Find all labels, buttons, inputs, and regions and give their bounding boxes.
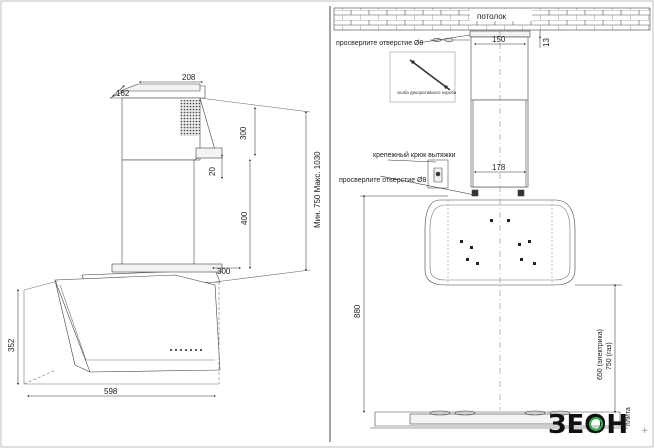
hood-hook-label: крепежный крюк вытяжки [373,151,456,159]
dim-650-electric: 650 (электрика) [597,329,604,380]
ceiling-label: потолок [477,12,507,21]
drill-hole-top-label: просверлите отверстие Ø8 [336,40,423,47]
dim-300-bracket: 300 [217,267,231,276]
left-dimension-labels: 162 208 300 20 400 300 Мин. 750 Макс. 10… [7,73,322,396]
dim-750-gas: 750 (газ) [606,342,613,370]
logo-power-icon [589,417,603,431]
brand-logo: ЗЕОН + [548,410,649,440]
right-front-view [370,30,628,429]
dim-400: 400 [240,211,249,225]
right-dimension-lines [360,30,622,414]
dim-height-range: Мин. 750 Макс. 1030 [313,151,322,228]
dim-178: 178 [492,163,506,172]
dim-162: 162 [116,89,130,98]
dim-300-top: 300 [239,126,248,140]
drill-hole-mid-label: просверлите отверстие Ø8 [339,177,426,184]
dim-208: 208 [182,73,196,82]
right-labels: просверлите отверстие Ø8 скоба декоратив… [336,35,632,426]
left-dimension-lines [16,80,308,398]
ceiling: потолок [333,7,651,31]
dim-13: 13 [542,38,551,47]
logo-text: ЗЕОН [548,410,628,440]
stove-label: плита [625,407,632,426]
dim-352: 352 [7,338,16,352]
left-perspective-view [23,83,311,385]
dim-598: 598 [104,387,118,396]
dim-20: 20 [208,167,217,176]
decorative-bracket-label: скоба декоративного короба [397,90,457,95]
dim-880: 880 [353,304,362,318]
logo-plus: + [641,426,649,436]
dim-150: 150 [492,35,506,44]
